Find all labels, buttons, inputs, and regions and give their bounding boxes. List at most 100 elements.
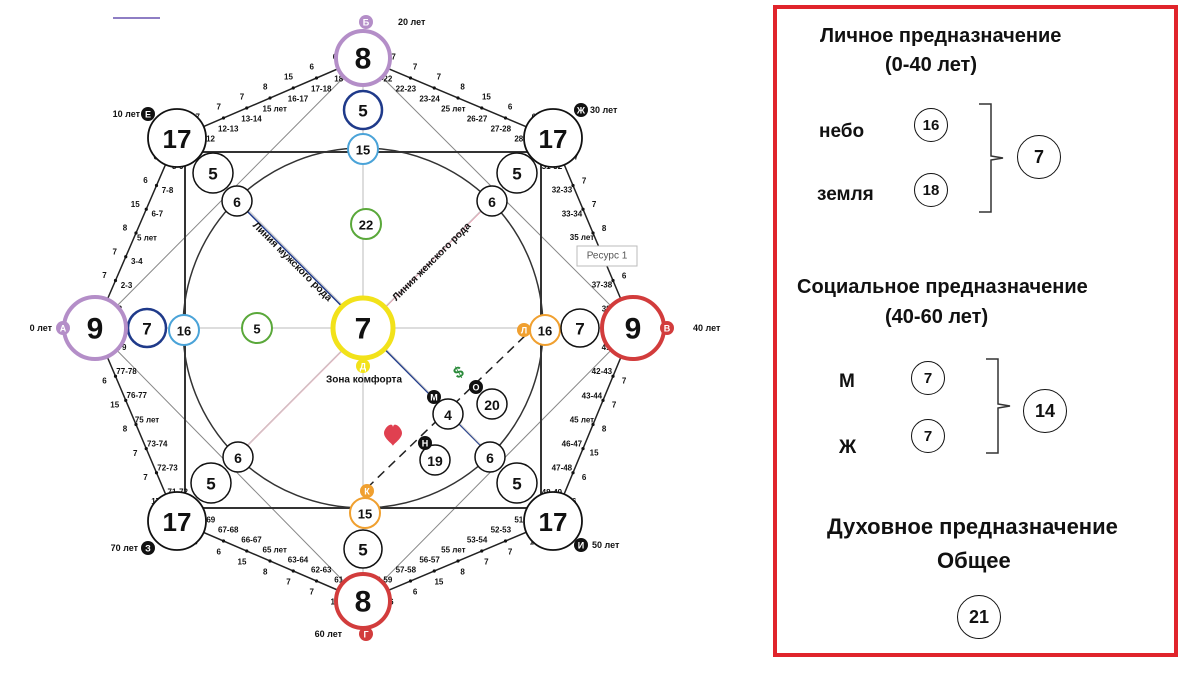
tick-num-BZH-4: 15: [482, 92, 491, 101]
bottom-orange-circle: [349, 497, 381, 529]
tick-dot-ZA-4: [124, 398, 128, 402]
tick-label-BZH-4: 26-27: [467, 115, 488, 124]
tick-label-AE-4: 6-7: [151, 210, 163, 219]
corner-inner-I-value: 6: [486, 450, 494, 466]
tick-dot-ZHV-5: [611, 278, 615, 283]
personal-brace-icon: [979, 103, 1004, 213]
tick-label-IG-3: 55 лет: [441, 545, 465, 554]
tick-label-EB-4: 16-17: [288, 95, 309, 104]
tick-num-ZA-3: 8: [123, 425, 128, 434]
corner-inner-E-circle: [221, 185, 253, 217]
tick-dot-VI-2: [601, 398, 605, 402]
tick-dot-BZH-3: [456, 96, 460, 100]
tick-num-VI-4: 15: [590, 449, 599, 458]
m-label: М: [839, 371, 855, 392]
tick-dot-EB-2: [245, 106, 249, 110]
tick-dot-VI-3: [591, 422, 595, 427]
bottom-black-circle: [343, 529, 383, 569]
point-V-letter: В: [664, 324, 671, 334]
top-dark-value: 5: [358, 102, 367, 121]
money-value: 20: [484, 397, 500, 413]
social-range: (40-60 лет): [885, 306, 989, 328]
tick-num-ZHV-5: 6: [622, 271, 627, 280]
bottom-orange-value: 15: [358, 507, 372, 522]
tick-num-ZA-5: 6: [102, 376, 107, 385]
point-G-age: 60 лет: [315, 629, 343, 639]
tick-label-BZH-1: 22-23: [396, 85, 417, 94]
corner-ZH-letter: Ж: [576, 106, 586, 116]
tick-num-BZH-1: 7: [413, 62, 418, 71]
zh-label: Ж: [839, 437, 857, 458]
point-V-age: 40 лет: [693, 323, 721, 333]
tick-label-GZ-3: 65 лет: [263, 545, 287, 554]
corner-ZH-badge: [574, 103, 588, 117]
corner-ZH-value: 17: [539, 124, 568, 154]
point-A-age: 0 лет: [30, 323, 53, 333]
tick-num-VI-3: 8: [602, 425, 607, 434]
right-orange-letter: Л: [521, 326, 527, 336]
corner-E-age: 10 лет: [113, 109, 141, 119]
corner-I-circle: [523, 491, 583, 551]
tick-label-ZA-1: 72-73: [157, 464, 178, 473]
tick-num-VI-2: 7: [612, 400, 617, 409]
corner-outer-E-value: 5: [208, 165, 217, 184]
point-G-badge: [359, 627, 373, 641]
tick-label-AE-3: 5 лет: [137, 233, 157, 242]
point-V-value: 9: [625, 313, 642, 346]
corner-inner-Z-circle: [222, 441, 254, 473]
tick-label-VI-2: 43-44: [582, 391, 603, 400]
tick-dot-IG-3: [456, 559, 460, 563]
money-sign-icon: $: [451, 363, 467, 382]
tick-num-ZA-4: 15: [110, 401, 119, 410]
tick-dot-BZH-4: [480, 106, 484, 110]
tick-dot-AE-5: [154, 183, 159, 188]
tick-num-GZ-2: 7: [286, 578, 291, 587]
point-G-value: 8: [355, 586, 372, 619]
tick-label-IG-2: 53-54: [467, 535, 488, 544]
heart-m-value: 4: [444, 407, 452, 423]
left-green-circle: [241, 312, 273, 344]
comfort-zone-label: Зона комфорта: [326, 374, 402, 386]
point-G-letter: Г: [363, 630, 368, 640]
tick-dot-EB-3: [268, 96, 272, 100]
heart-n-letter: Н: [422, 439, 429, 449]
personal-title: Личное предназначение: [820, 25, 1062, 47]
corner-E-badge: [141, 107, 155, 121]
corner-inner-ZH-value: 6: [488, 194, 496, 210]
tick-dot-GZ-5: [221, 539, 226, 543]
corner-outer-Z-value: 5: [206, 475, 215, 494]
earth-label: земля: [817, 184, 874, 205]
tick-dot-GZ-1: [314, 579, 319, 583]
personal-sum: 7: [1017, 135, 1061, 179]
tick-dot-ZA-2: [144, 447, 148, 451]
heart-m-badge: [427, 390, 441, 404]
tick-label-GZ-4: 66-67: [241, 535, 262, 544]
tick-dot-AE-4: [144, 207, 148, 211]
tick-num-BZH-3: 8: [460, 82, 465, 91]
point-V-badge: [660, 321, 674, 335]
spiritual-subtitle: Общее: [937, 548, 1011, 573]
corner-outer-I-circle: [496, 462, 538, 504]
top-green-circle: [350, 208, 382, 240]
right-orange-value: 16: [538, 324, 552, 339]
tick-dot-BZH-1: [408, 76, 413, 80]
spiritual-title: Духовное предназначение: [827, 514, 1118, 539]
tick-label-BZH-3: 25 лет: [441, 105, 465, 114]
tick-dot-ZHV-1: [571, 183, 575, 188]
tick-label-ZA-4: 76-77: [127, 391, 148, 400]
tick-dot-ZHV-2: [581, 207, 585, 211]
heart-icon: [384, 424, 402, 446]
tick-num-AE-3: 8: [123, 224, 128, 233]
top-green-value: 22: [359, 218, 373, 233]
tick-num-ZHV-1: 7: [582, 176, 587, 185]
tick-label-ZA-2: 73-74: [147, 439, 168, 448]
tick-dot-VI-1: [611, 374, 615, 378]
top-light-circle: [347, 133, 379, 165]
center-circle: [330, 295, 396, 361]
corner-Z-letter: З: [145, 544, 151, 554]
tick-dot-GZ-4: [245, 549, 249, 553]
corner-inner-ZH-circle: [476, 185, 508, 217]
sky-label: небо: [819, 121, 865, 142]
center-badge: [356, 359, 370, 373]
corner-inner-Z-value: 6: [234, 450, 242, 466]
